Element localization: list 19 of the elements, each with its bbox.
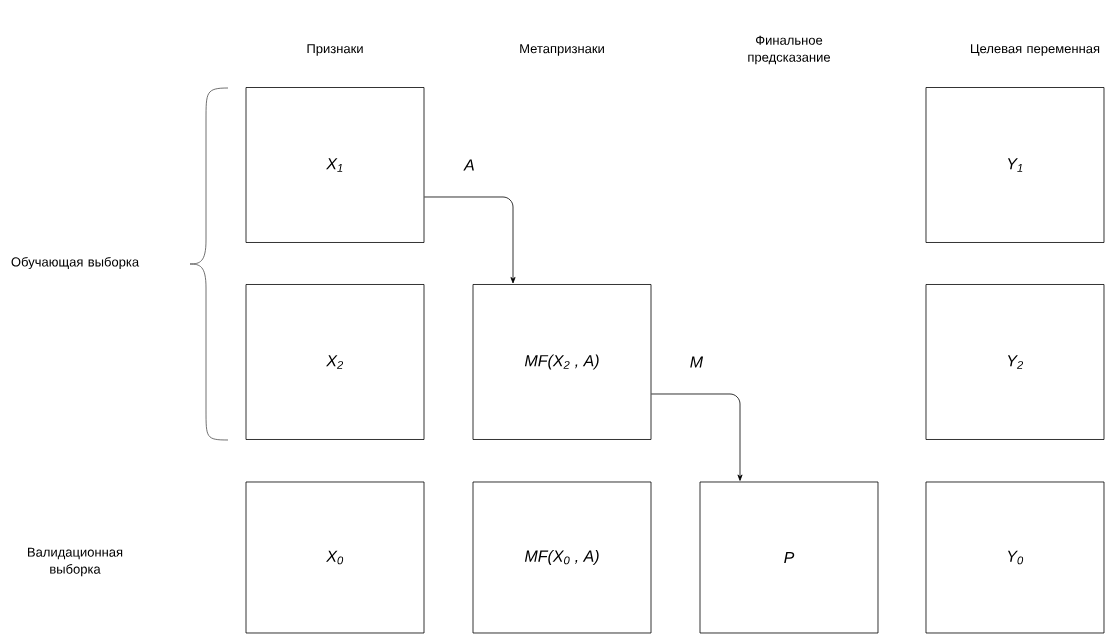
matrix-box: X$_{1}$	[245, 87, 425, 243]
matrix-box: X$_{2}$	[245, 284, 425, 440]
matrix-box: MF(X$_{0}$ , A)	[472, 481, 652, 634]
heading: Целевая переменная	[971, 44, 1100, 56]
edge-label: A	[463, 159, 474, 171]
heading: Финальное предсказание	[748, 35, 831, 65]
arrow	[424, 196, 516, 284]
matrix-box: Y$_{2}$	[925, 284, 1105, 440]
arrow	[651, 393, 743, 481]
matrix-box: P	[699, 481, 879, 634]
heading: Валидационная выборка	[28, 547, 123, 577]
heading: Обучающая выборка	[11, 256, 140, 270]
matrix-box: X$_{0}$	[245, 481, 425, 634]
matrix-box: Y$_{0}$	[925, 481, 1105, 634]
heading: Метапризнаки	[520, 44, 604, 56]
matrix-box: MF(X$_{2}$ , A)	[472, 284, 652, 440]
edge-label: M	[690, 356, 704, 368]
heading: Признаки	[307, 44, 363, 56]
matrix-box: Y$_{1}$	[925, 87, 1105, 243]
